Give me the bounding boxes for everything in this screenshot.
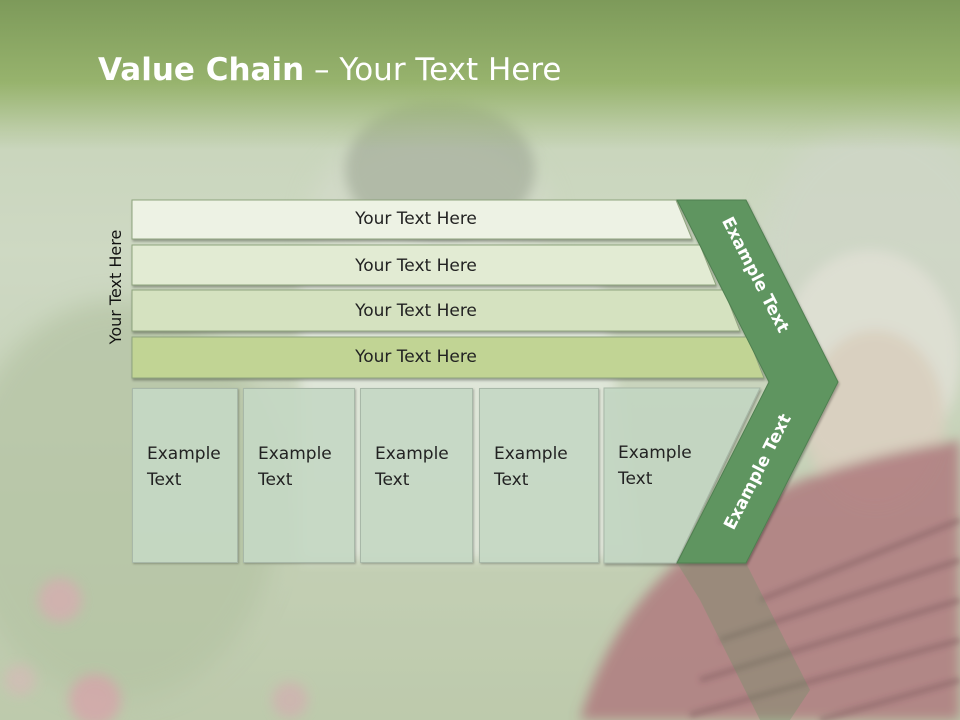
title-band [0,0,960,150]
bar-label-3: Your Text Here [355,301,477,321]
bar-label-2: Your Text Here [355,256,477,276]
title-rest: – Your Text Here [304,52,562,88]
last-cell-shape [603,387,761,564]
cell-label-1: Example Text [147,444,221,490]
bar-label-4: Your Text Here [355,347,477,367]
bar-shape-3 [131,289,741,332]
chevron-reflection [677,563,810,720]
cell-label-2: Example Text [258,444,332,490]
bar-shape-4 [131,336,765,379]
cell-label-4: Example Text [494,444,568,490]
bar-shape-1 [131,199,693,240]
cell-2: Example Text [243,388,355,563]
bar-shape-2 [131,244,717,286]
cell-4: Example Text [479,388,599,563]
page-title: Value Chain – Your Text Here [98,52,561,88]
bar-label-1: Your Text Here [355,209,477,229]
title-bold: Value Chain [98,52,305,88]
cell-1: Example Text [132,388,238,563]
chevron-shape [676,199,839,564]
cell-label-3: Example Text [375,444,449,490]
cell-label-5: Example Text [618,443,692,489]
cell-3: Example Text [360,388,473,563]
